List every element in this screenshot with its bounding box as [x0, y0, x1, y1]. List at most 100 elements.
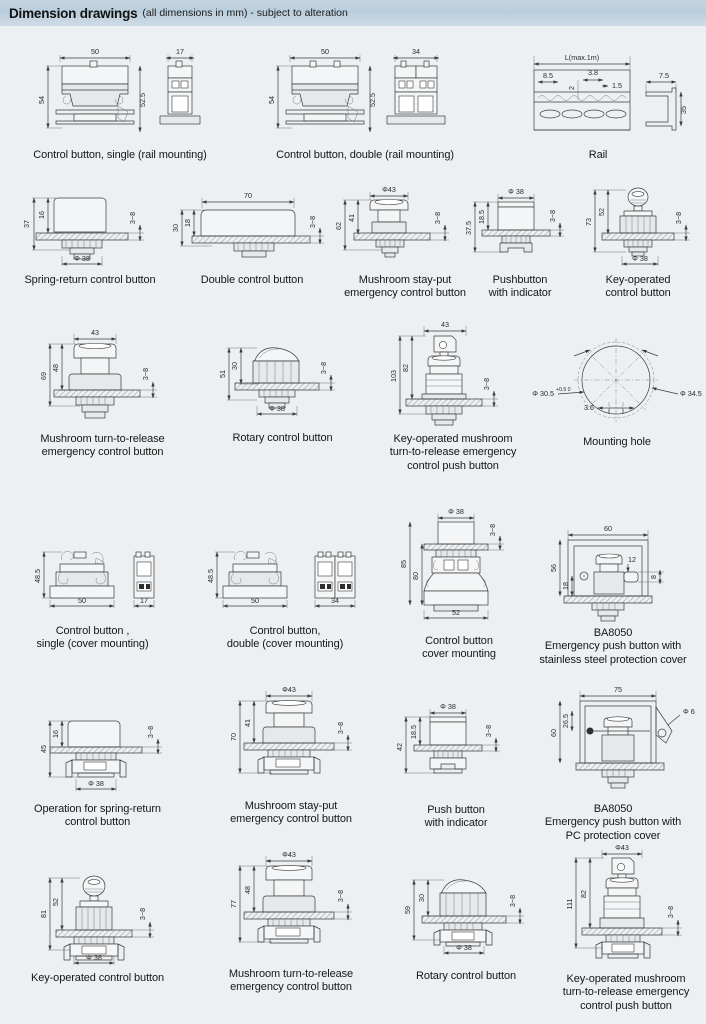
figure-ba8050-pc-cover: 75 Φ 6 26.5: [520, 681, 706, 843]
figure-key-operated-control-button-2: 52 81 3~8: [0, 858, 195, 985]
caption: Mushroom stay-put emergency control butt…: [230, 800, 352, 826]
dim-3-8-gap: 3~8: [508, 895, 517, 907]
figure-spring-return-control-button: 16 37 3~8 Φ 38: [0, 178, 180, 287]
caption: Rail: [588, 149, 608, 161]
dim-16: 16: [37, 211, 46, 219]
dim-phi38: Φ 38: [86, 953, 102, 962]
dim-51: 51: [218, 370, 227, 378]
dim-52: 52: [452, 608, 460, 617]
page-subtitle: (all dimensions in mm) - subject to alte…: [142, 7, 348, 19]
dim-48-5: 48.5: [33, 569, 42, 583]
dim-62: 62: [334, 222, 343, 230]
dim-37: 37: [22, 220, 31, 228]
dim-82: 82: [579, 890, 588, 898]
caption: Key-operated control button: [605, 274, 671, 300]
dim-18: 18: [561, 582, 570, 590]
dim-phi34-5: Φ 34.5: [680, 389, 702, 398]
dim-30: 30: [417, 894, 426, 902]
dim-34-depth: 34: [412, 47, 420, 56]
dim-phi38: Φ 38: [440, 702, 456, 711]
caption: Control button, single (rail mounting): [33, 149, 207, 161]
dim-50: 50: [78, 596, 86, 605]
figure-mushroom-turn-to-release-emergency-2: Φ43 48 77 3~8: [196, 844, 386, 995]
figure-mushroom-stay-put-emergency: Φ43 41 62 3~8: [330, 178, 480, 301]
dim-103: 103: [389, 370, 398, 382]
figure-mounting-hole: Φ 30.5 +0.5 0 Φ 34.5 3.6 Mounting hole: [528, 332, 706, 449]
caption: Key-operated mushroom turn-to-release em…: [389, 433, 517, 472]
figure-ba8050-stainless-steel-cover: 60 56 18 12: [520, 518, 706, 667]
dim-phi38: Φ 38: [74, 254, 90, 263]
dim-3-8-gap: 3~8: [666, 906, 675, 918]
dim-3-8-gap: 3~8: [308, 216, 317, 228]
dim-8: 8: [649, 575, 658, 579]
caption: Operation for spring-return control butt…: [34, 803, 161, 829]
figure-rail: L(max.1m) 8.5 3.8 2 1.5: [490, 40, 706, 162]
dim-111: 111: [565, 899, 574, 910]
dim-3-8-gap: 3~8: [482, 378, 491, 390]
caption: Push button with indicator: [424, 804, 488, 830]
figure-push-button-with-indicator: Φ 38 18.5 42 3~8 Push button with: [386, 695, 526, 831]
figure-control-button-double-cover: 48.5 50: [185, 526, 385, 652]
dim-34: 34: [331, 596, 339, 605]
dim-17-depth: 17: [176, 47, 184, 56]
dim-3-8: 3.8: [588, 68, 598, 77]
dim-43: 43: [91, 328, 99, 337]
caption: Control button, double (rail mounting): [276, 149, 454, 161]
figure-rotary-control-button-2: 30 59 3~8: [386, 858, 546, 983]
dim-3-8-gap: 3~8: [548, 210, 557, 222]
dim-42: 42: [395, 743, 404, 751]
dim-3-8-gap: 3~8: [141, 368, 150, 380]
figure-rotary-control-button: 30 51 3~8 Φ 38: [195, 328, 370, 445]
dim-18-5: 18.5: [477, 210, 486, 224]
dim-52-5-height: 52.5: [368, 93, 377, 107]
caption: Rotary control button: [415, 970, 516, 982]
dim-3-8-gap: 3~8: [319, 362, 328, 374]
dim-60: 60: [604, 524, 612, 533]
dim-3-8-gap: 3~8: [336, 722, 345, 734]
dim-3-6: 3.6: [584, 403, 594, 412]
dim-7-5: 7.5: [659, 71, 669, 80]
dim-17: 17: [140, 596, 148, 605]
dim-56: 56: [549, 564, 558, 572]
caption: Mushroom turn-to-release emergency contr…: [228, 968, 354, 994]
dim-54-height: 54: [37, 96, 46, 104]
figure-key-operated-mushroom-turn-to-release: 43 82 103: [368, 314, 538, 473]
dim-43: 43: [441, 320, 449, 329]
dim-30: 30: [171, 224, 180, 232]
dim-41: 41: [347, 214, 356, 222]
dim-3-8-gap: 3~8: [128, 212, 137, 224]
dim-41: 41: [243, 719, 252, 727]
caption: Pushbutton with indicator: [488, 274, 552, 300]
caption: Rotary control button: [232, 432, 333, 444]
caption: Key-operated mushroom turn-to-release em…: [562, 973, 690, 1012]
dim-50-width: 50: [91, 47, 99, 56]
figure-pushbutton-with-indicator: Φ 38 18.5 37.5 3~8 Pushbutton with indic…: [460, 178, 580, 301]
dim-L-max: L(max.1m): [565, 53, 599, 62]
dim-45: 45: [39, 745, 48, 753]
figure-control-button-cover-mounting: Φ 38 3~8 85: [390, 506, 528, 662]
dim-phi43: Φ43: [282, 685, 296, 694]
figure-mushroom-stay-put-emergency-2: Φ43 41 70 3~8: [196, 681, 386, 827]
caption: Mushroom turn-to-release emergency contr…: [40, 433, 165, 459]
dim-30: 30: [230, 362, 239, 370]
figure-operation-spring-return: 16 45 3~8 Φ 38: [0, 699, 195, 830]
figure-mushroom-turn-to-release-emergency: 43 48 69 3~8: [0, 314, 205, 460]
dim-69: 69: [39, 372, 48, 380]
dim-3-8-gap: 3~8: [138, 908, 147, 920]
figure-control-button-single-rail: 50 54 52.5: [0, 40, 240, 162]
dim-35: 35: [679, 106, 688, 114]
caption: Spring-return control button: [24, 274, 156, 286]
dim-50: 50: [251, 596, 259, 605]
page-header: Dimension drawings (all dimensions in mm…: [0, 0, 706, 27]
dim-16: 16: [51, 730, 60, 738]
dim-phi38: Φ 38: [632, 254, 648, 263]
dim-3-8-gap: 3~8: [484, 725, 493, 737]
dim-phi38: Φ 38: [448, 507, 464, 516]
dim-3-8-gap: 3~8: [488, 524, 497, 536]
dim-50-width: 50: [321, 47, 329, 56]
dim-phi38: Φ 38: [508, 187, 524, 196]
dim-73: 73: [584, 218, 593, 226]
caption: Control button , single (cover mounting): [36, 625, 149, 651]
caption: Control button, double (cover mounting): [226, 625, 344, 651]
dim-18: 18: [183, 219, 192, 227]
